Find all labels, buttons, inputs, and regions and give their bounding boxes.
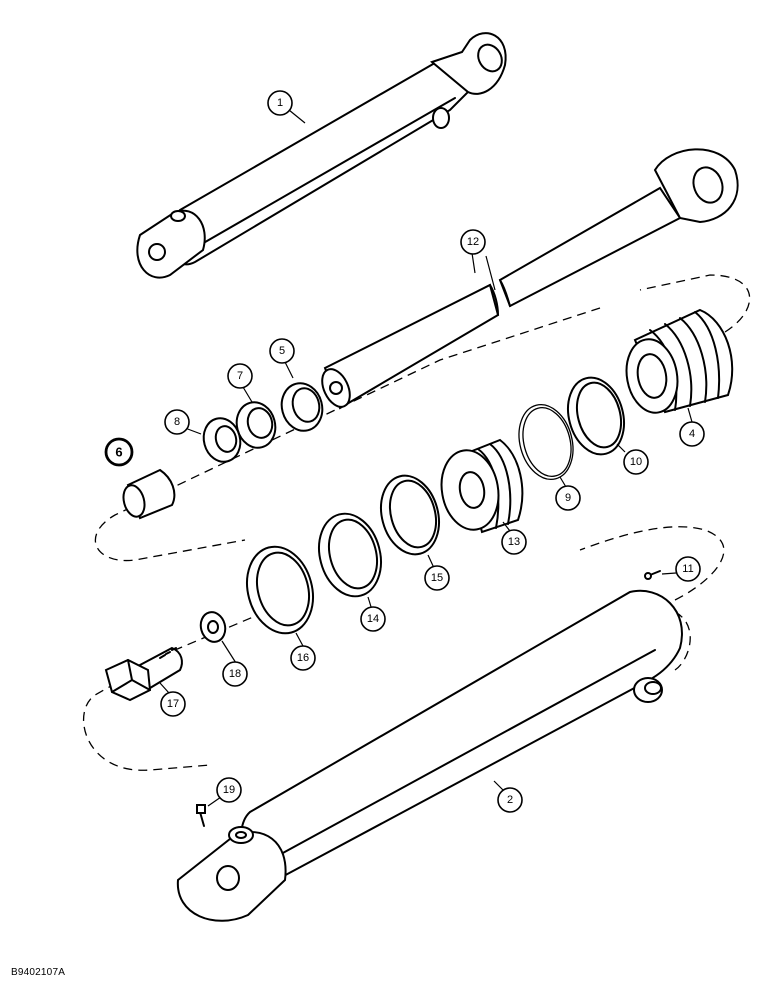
part-1-cylinder-barrel bbox=[136, 32, 507, 279]
svg-text:7: 7 bbox=[237, 370, 243, 382]
svg-text:19: 19 bbox=[223, 784, 235, 796]
callout-19: 19 bbox=[216, 777, 242, 803]
svg-text:13: 13 bbox=[508, 536, 520, 548]
svg-text:10: 10 bbox=[630, 456, 642, 468]
callout-18: 18 bbox=[222, 661, 248, 687]
callout-4: 4 bbox=[679, 421, 705, 447]
svg-text:18: 18 bbox=[229, 668, 241, 680]
part-6-bushing bbox=[122, 468, 176, 520]
part-4-gland bbox=[625, 308, 734, 414]
part-9-o-ring bbox=[518, 404, 574, 480]
svg-text:15: 15 bbox=[431, 572, 443, 584]
svg-text:8: 8 bbox=[174, 416, 180, 428]
callout-6: 6 bbox=[104, 437, 134, 467]
callout-9: 9 bbox=[555, 485, 581, 511]
callout-10: 10 bbox=[623, 449, 649, 475]
callout-11: 11 bbox=[675, 556, 701, 582]
callout-17: 17 bbox=[160, 691, 186, 717]
callout-14: 14 bbox=[360, 606, 386, 632]
callout-16: 16 bbox=[290, 645, 316, 671]
callout-7: 7 bbox=[227, 363, 253, 389]
part-5-rod-seal bbox=[280, 382, 324, 432]
figure-reference-code: B9402107A bbox=[11, 967, 66, 978]
svg-text:2: 2 bbox=[507, 794, 513, 806]
svg-text:11: 11 bbox=[682, 563, 693, 575]
svg-text:6: 6 bbox=[115, 445, 122, 460]
part-10-backup-ring bbox=[567, 376, 625, 456]
callout-13: 13 bbox=[501, 529, 527, 555]
part-13-piston bbox=[440, 438, 524, 534]
assembly-dashed-path-upper bbox=[94, 274, 751, 562]
part-18-washer bbox=[199, 611, 227, 643]
svg-text:14: 14 bbox=[367, 613, 379, 625]
part-19-grease-fitting bbox=[196, 804, 206, 827]
callout-12: 12 bbox=[460, 229, 486, 255]
part-8-washer bbox=[202, 417, 242, 463]
part-16-wear-ring bbox=[246, 545, 314, 635]
callout-2: 2 bbox=[497, 787, 523, 813]
svg-text:9: 9 bbox=[565, 492, 571, 504]
svg-text:1: 1 bbox=[277, 97, 283, 109]
part-15-seal-ring bbox=[380, 474, 440, 556]
svg-text:16: 16 bbox=[297, 652, 309, 664]
svg-text:12: 12 bbox=[467, 236, 479, 248]
leader-lines bbox=[159, 109, 693, 807]
callout-15: 15 bbox=[424, 565, 450, 591]
callout-5: 5 bbox=[269, 338, 295, 364]
part-12-piston-rod bbox=[321, 148, 739, 410]
callout-1: 1 bbox=[267, 90, 293, 116]
assembly-dashed-path-lower bbox=[82, 526, 725, 771]
svg-text:4: 4 bbox=[689, 428, 695, 440]
svg-text:17: 17 bbox=[167, 698, 179, 710]
part-17-bolt bbox=[104, 646, 183, 702]
part-7-wiper bbox=[235, 401, 277, 449]
callout-8: 8 bbox=[164, 409, 190, 435]
part-2-cylinder-barrel bbox=[176, 589, 683, 922]
part-11-grease-fitting bbox=[644, 570, 661, 580]
part-14-wear-ring bbox=[318, 512, 382, 598]
svg-text:5: 5 bbox=[279, 345, 285, 357]
